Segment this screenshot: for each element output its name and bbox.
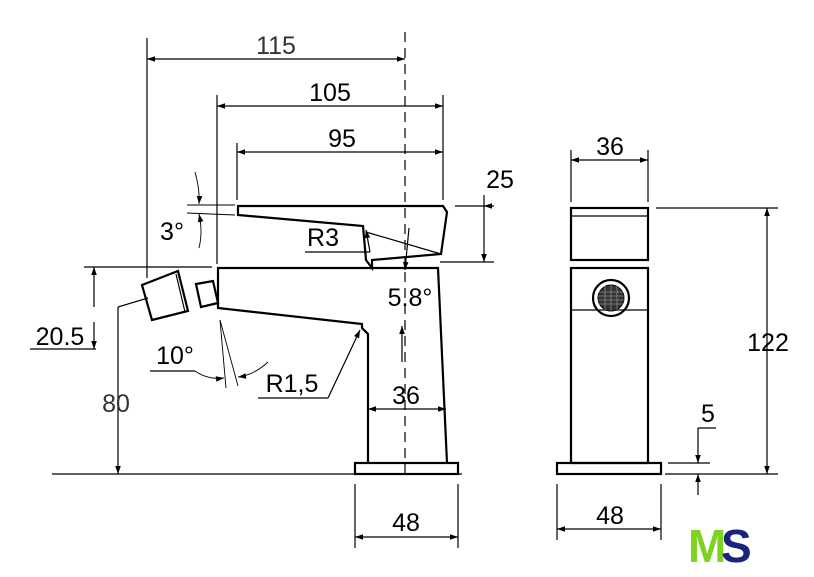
dim-48-front-label: 48 (596, 502, 624, 530)
base-plate (353, 461, 460, 476)
front-column (569, 266, 650, 465)
dim-3deg-label: 3° (160, 218, 184, 246)
ext-80-top (117, 297, 149, 308)
ext-3deg-b (186, 212, 236, 216)
lever-handle (236, 204, 449, 272)
dim-36-column-label: 36 (392, 382, 420, 410)
spout-nozzle (140, 269, 190, 322)
arc-3deg-top (194, 171, 203, 205)
ext-10deg-a (219, 319, 227, 389)
lever-edge (365, 231, 442, 255)
dim-5.8deg-label: 5.8° (388, 284, 433, 312)
spout-ring (175, 273, 186, 313)
dim-115-label: 115 (256, 32, 296, 60)
arc-10deg-right (237, 361, 269, 379)
ext-10deg-b (219, 319, 239, 387)
leader-5.8deg-top (402, 227, 410, 271)
front-lever (569, 206, 650, 262)
ms-logo: M S (688, 520, 752, 572)
spout-connector (194, 279, 220, 309)
dim-95-label: 95 (328, 125, 356, 153)
arc-3deg-bottom (198, 213, 204, 249)
aerator-outer (591, 278, 631, 318)
dim-80-label: 80 (102, 390, 130, 418)
side-view: 115 105 95 25 3° R3 5.8° (30, 32, 514, 548)
dim-48-side-label: 48 (392, 509, 420, 537)
dim-r1.5-label: R1,5 (266, 370, 319, 398)
faucet-body (216, 266, 449, 464)
leader-r3 (364, 229, 371, 253)
dim-25-label: 25 (486, 166, 514, 194)
leader-r1.5 (327, 329, 361, 399)
logo-letter-m: M (688, 520, 726, 572)
dim-122-label: 122 (747, 329, 789, 357)
dim-5-label: 5 (701, 400, 715, 428)
dim-r3-label: R3 (307, 224, 339, 252)
dim-20.5-label: 20.5 (36, 323, 85, 351)
front-base-plate (555, 461, 663, 476)
dim-105-label: 105 (309, 79, 351, 107)
arc-10deg-left (194, 370, 225, 382)
front-view: 36 122 5 48 (555, 133, 789, 540)
aerator-mesh-lines (598, 285, 624, 311)
dim-10deg-label: 10° (156, 342, 194, 370)
dim-36-front-label: 36 (596, 133, 624, 161)
logo-letter-s: S (721, 520, 752, 572)
